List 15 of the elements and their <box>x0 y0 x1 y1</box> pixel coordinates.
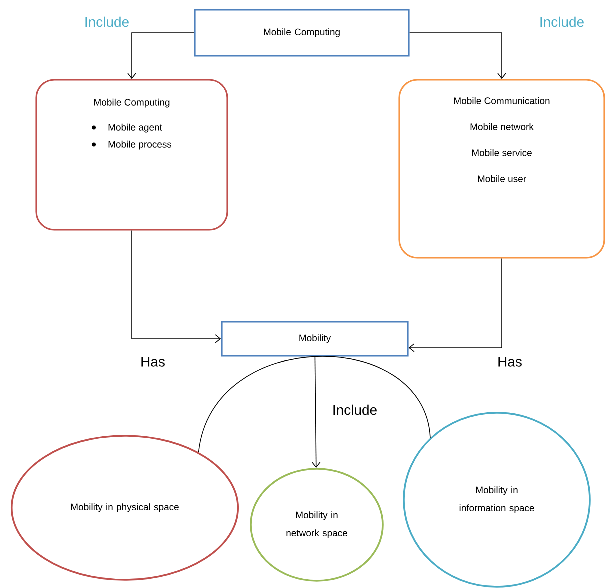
edge-label: Include <box>538 16 586 28</box>
arrow <box>408 258 502 352</box>
rounded-box: Mobile Communication Mobile network Mobile service Mobile user <box>398 79 606 259</box>
edge-label: Include <box>331 404 379 416</box>
arrow <box>312 356 321 468</box>
edge-label: Has <box>496 356 524 368</box>
edge-label: Include <box>83 16 131 28</box>
arrow <box>132 230 222 344</box>
connector-line <box>198 356 431 453</box>
rounded-box: Mobile Computing Mobile agent Mobile process <box>36 79 228 231</box>
arrow <box>409 32 506 80</box>
arrow <box>128 32 195 80</box>
process-box: Mobility <box>221 321 409 357</box>
process-box: Mobile Computing <box>194 9 410 57</box>
edge-label: Has <box>140 356 166 368</box>
